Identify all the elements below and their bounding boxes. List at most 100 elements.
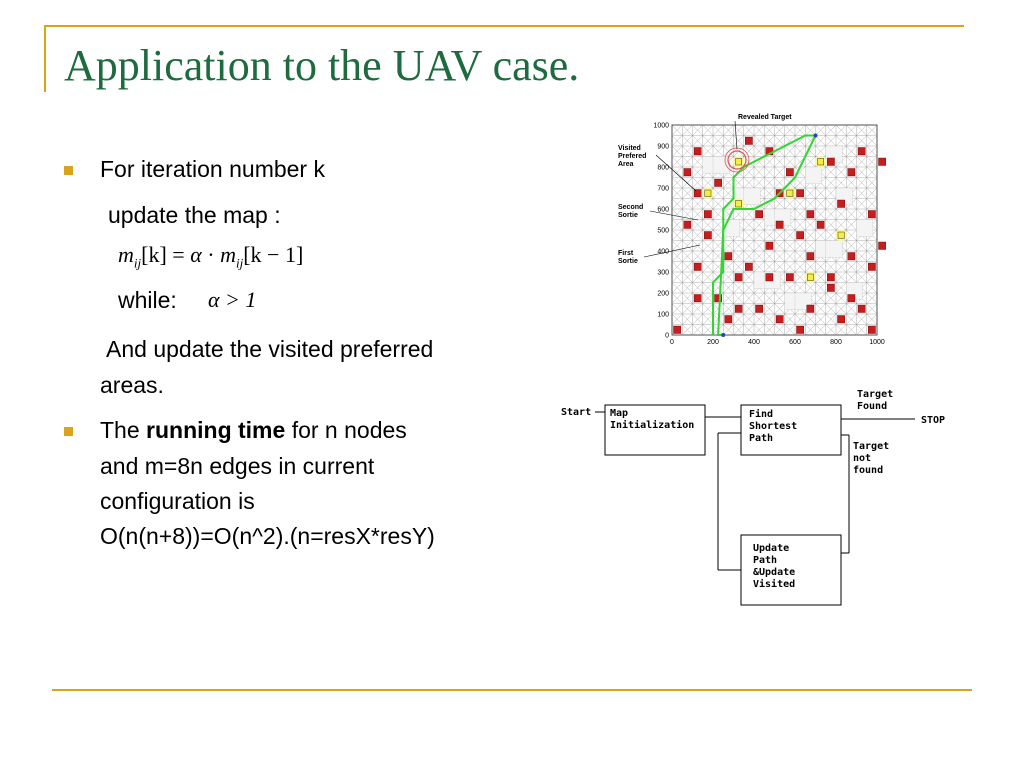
title-accent-bar <box>44 26 46 92</box>
update-line2: Path <box>753 555 777 566</box>
notfound-line2: not <box>853 453 871 464</box>
y-tick-label: 700 <box>657 186 669 193</box>
x-tick-label: 600 <box>789 339 801 346</box>
bullet2-line1: The running time for n nodes <box>100 417 407 443</box>
obstacle <box>724 315 733 324</box>
obstacle <box>796 189 804 198</box>
obstacle <box>827 273 835 282</box>
obstacle <box>755 304 763 313</box>
label-visited-2: Prefered <box>618 153 646 160</box>
obstacle <box>806 252 815 261</box>
y-tick-label: 400 <box>657 249 669 256</box>
label-first-1: First <box>618 250 634 257</box>
found-line2: Found <box>857 401 887 412</box>
obstacle <box>837 199 845 208</box>
notfound-line3: found <box>853 465 883 476</box>
preferred-area <box>807 273 814 281</box>
obstacle <box>693 262 702 271</box>
obstacle <box>878 157 886 166</box>
flowchart: Start Map Initialization Find Shortest P… <box>561 389 945 606</box>
obstacle <box>868 262 876 271</box>
obstacle <box>765 241 774 250</box>
map-init-box <box>604 404 706 456</box>
x-tick-label: 200 <box>707 339 719 346</box>
map-init-line1: Map <box>610 408 628 419</box>
bullet-icon <box>64 427 73 436</box>
map-grid <box>671 124 878 336</box>
obstacle <box>693 147 702 156</box>
obstacle <box>734 304 743 313</box>
obstacle <box>796 325 804 334</box>
obstacle <box>693 189 702 198</box>
obstacle <box>806 210 815 219</box>
obstacle <box>857 147 866 156</box>
label-first-2: Sortie <box>618 258 638 265</box>
leader-line <box>649 210 699 221</box>
update-formula: mij[k] = α · mij[k − 1] <box>118 242 304 271</box>
y-tick-label: 500 <box>657 228 669 235</box>
obstacle <box>775 315 784 324</box>
obstacle <box>847 168 856 177</box>
obstacle <box>765 273 774 282</box>
label-revealed-target: Revealed Target <box>738 114 792 121</box>
obstacle <box>786 273 794 282</box>
obstacle <box>847 252 856 261</box>
bullet2-line3: configuration is <box>100 488 255 514</box>
obstacle <box>857 304 866 313</box>
obstacle <box>673 325 681 334</box>
y-tick-label: 300 <box>657 270 669 277</box>
preferred-area <box>817 158 824 166</box>
x-tick-label: 400 <box>748 339 760 346</box>
bullet-icon <box>64 166 73 175</box>
obstacle <box>724 252 733 261</box>
obstacle <box>775 220 784 229</box>
update-box <box>740 534 842 606</box>
obstacle <box>704 210 712 219</box>
leader-line <box>643 244 701 258</box>
obstacle <box>878 241 886 250</box>
y-tick-label: 100 <box>657 312 669 319</box>
y-tick-label: 0 <box>665 333 669 340</box>
second-sortie-path <box>717 135 817 336</box>
free-cell <box>712 156 730 174</box>
path-start <box>721 333 726 337</box>
find-path-box <box>740 404 842 456</box>
map-init-line2: Initialization <box>610 419 694 431</box>
label-visited-1: Visited <box>618 145 641 152</box>
while-label: while: <box>118 287 177 313</box>
obstacle <box>704 231 712 240</box>
bullet1-line2: update the map : <box>108 202 281 228</box>
update-line1: Update <box>753 543 789 554</box>
found-line1: Target <box>857 389 893 400</box>
obstacle <box>683 168 692 177</box>
y-tick-label: 900 <box>657 144 669 151</box>
preferred-area <box>735 158 742 166</box>
label-second-1: Second <box>618 204 643 211</box>
obstacle <box>745 262 753 271</box>
slide-title: Application to the UAV case. <box>64 41 580 90</box>
preferred-area <box>735 200 742 208</box>
obstacle <box>714 294 722 303</box>
obstacle <box>734 273 743 282</box>
obstacle <box>786 168 794 177</box>
bullet1-line4: areas. <box>100 372 164 398</box>
obstacle <box>868 325 876 334</box>
flow-start-label: Start <box>561 407 591 418</box>
path-endpoint <box>813 133 818 138</box>
x-tick-label: 0 <box>670 339 674 346</box>
label-visited-3: Area <box>618 161 634 168</box>
obstacle <box>796 231 804 240</box>
stop-label: STOP <box>921 415 945 426</box>
obstacle <box>827 283 835 292</box>
preferred-area <box>786 189 794 197</box>
obstacle <box>683 220 692 229</box>
y-tick-label: 200 <box>657 291 669 298</box>
free-cell <box>825 240 843 258</box>
preferred-area <box>837 231 845 239</box>
bullet1-line3: And update the visited preferred <box>106 336 434 362</box>
obstacle <box>847 294 856 303</box>
free-cell <box>805 166 822 184</box>
